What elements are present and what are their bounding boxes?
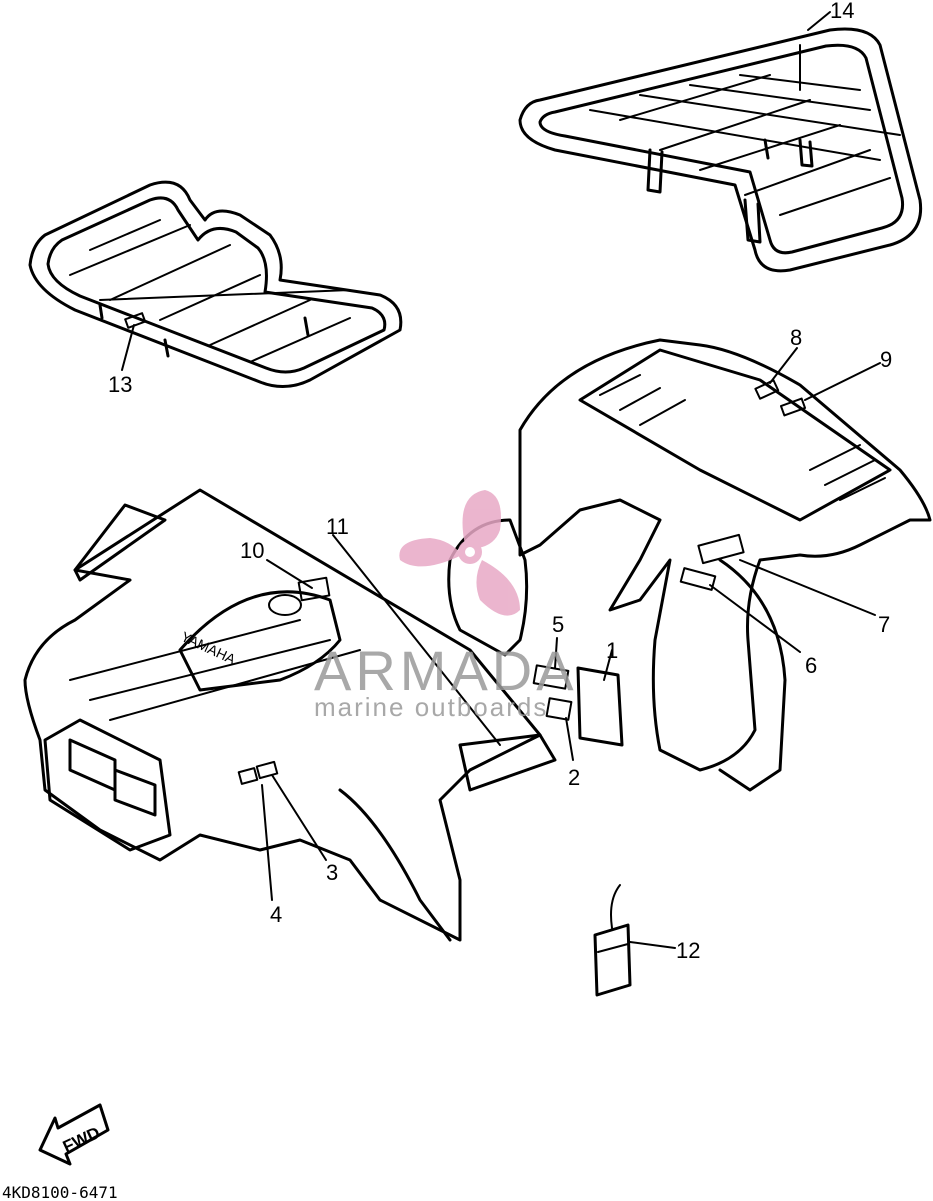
callout-2: 2 <box>568 765 580 790</box>
callout-7: 7 <box>878 612 890 637</box>
callout-12: 12 <box>676 938 700 963</box>
callout-11: 11 <box>326 514 349 539</box>
leader-lines <box>121 11 881 949</box>
callout-13: 13 <box>108 372 132 397</box>
rear-fender <box>447 338 932 792</box>
fwd-arrow: FWD <box>38 1103 110 1166</box>
callout-8: 8 <box>790 325 802 350</box>
watermark-name: ARMADA <box>314 639 578 702</box>
callout-6: 6 <box>805 653 817 678</box>
part-code: 4KD8100-6471 <box>2 1183 118 1201</box>
fender-brand-label: YAMAHA <box>179 628 239 667</box>
watermark-tagline: marine outboards <box>314 692 548 722</box>
hang-tag <box>593 884 632 997</box>
callout-5: 5 <box>552 612 564 637</box>
propeller-logo <box>399 490 520 616</box>
armada-watermark: ARMADA marine outboards <box>314 490 578 722</box>
callout-3: 3 <box>326 860 338 885</box>
callout-10: 10 <box>240 538 264 563</box>
callout-labels: 1 2 3 4 5 6 7 8 9 10 11 12 13 14 <box>108 0 892 963</box>
rear-carrier <box>518 27 923 273</box>
front-carrier <box>28 180 403 388</box>
callout-4: 4 <box>270 902 282 927</box>
callout-9: 9 <box>880 347 892 372</box>
callout-14: 14 <box>830 0 854 23</box>
fwd-label: FWD <box>60 1123 103 1157</box>
callout-1: 1 <box>606 638 618 663</box>
